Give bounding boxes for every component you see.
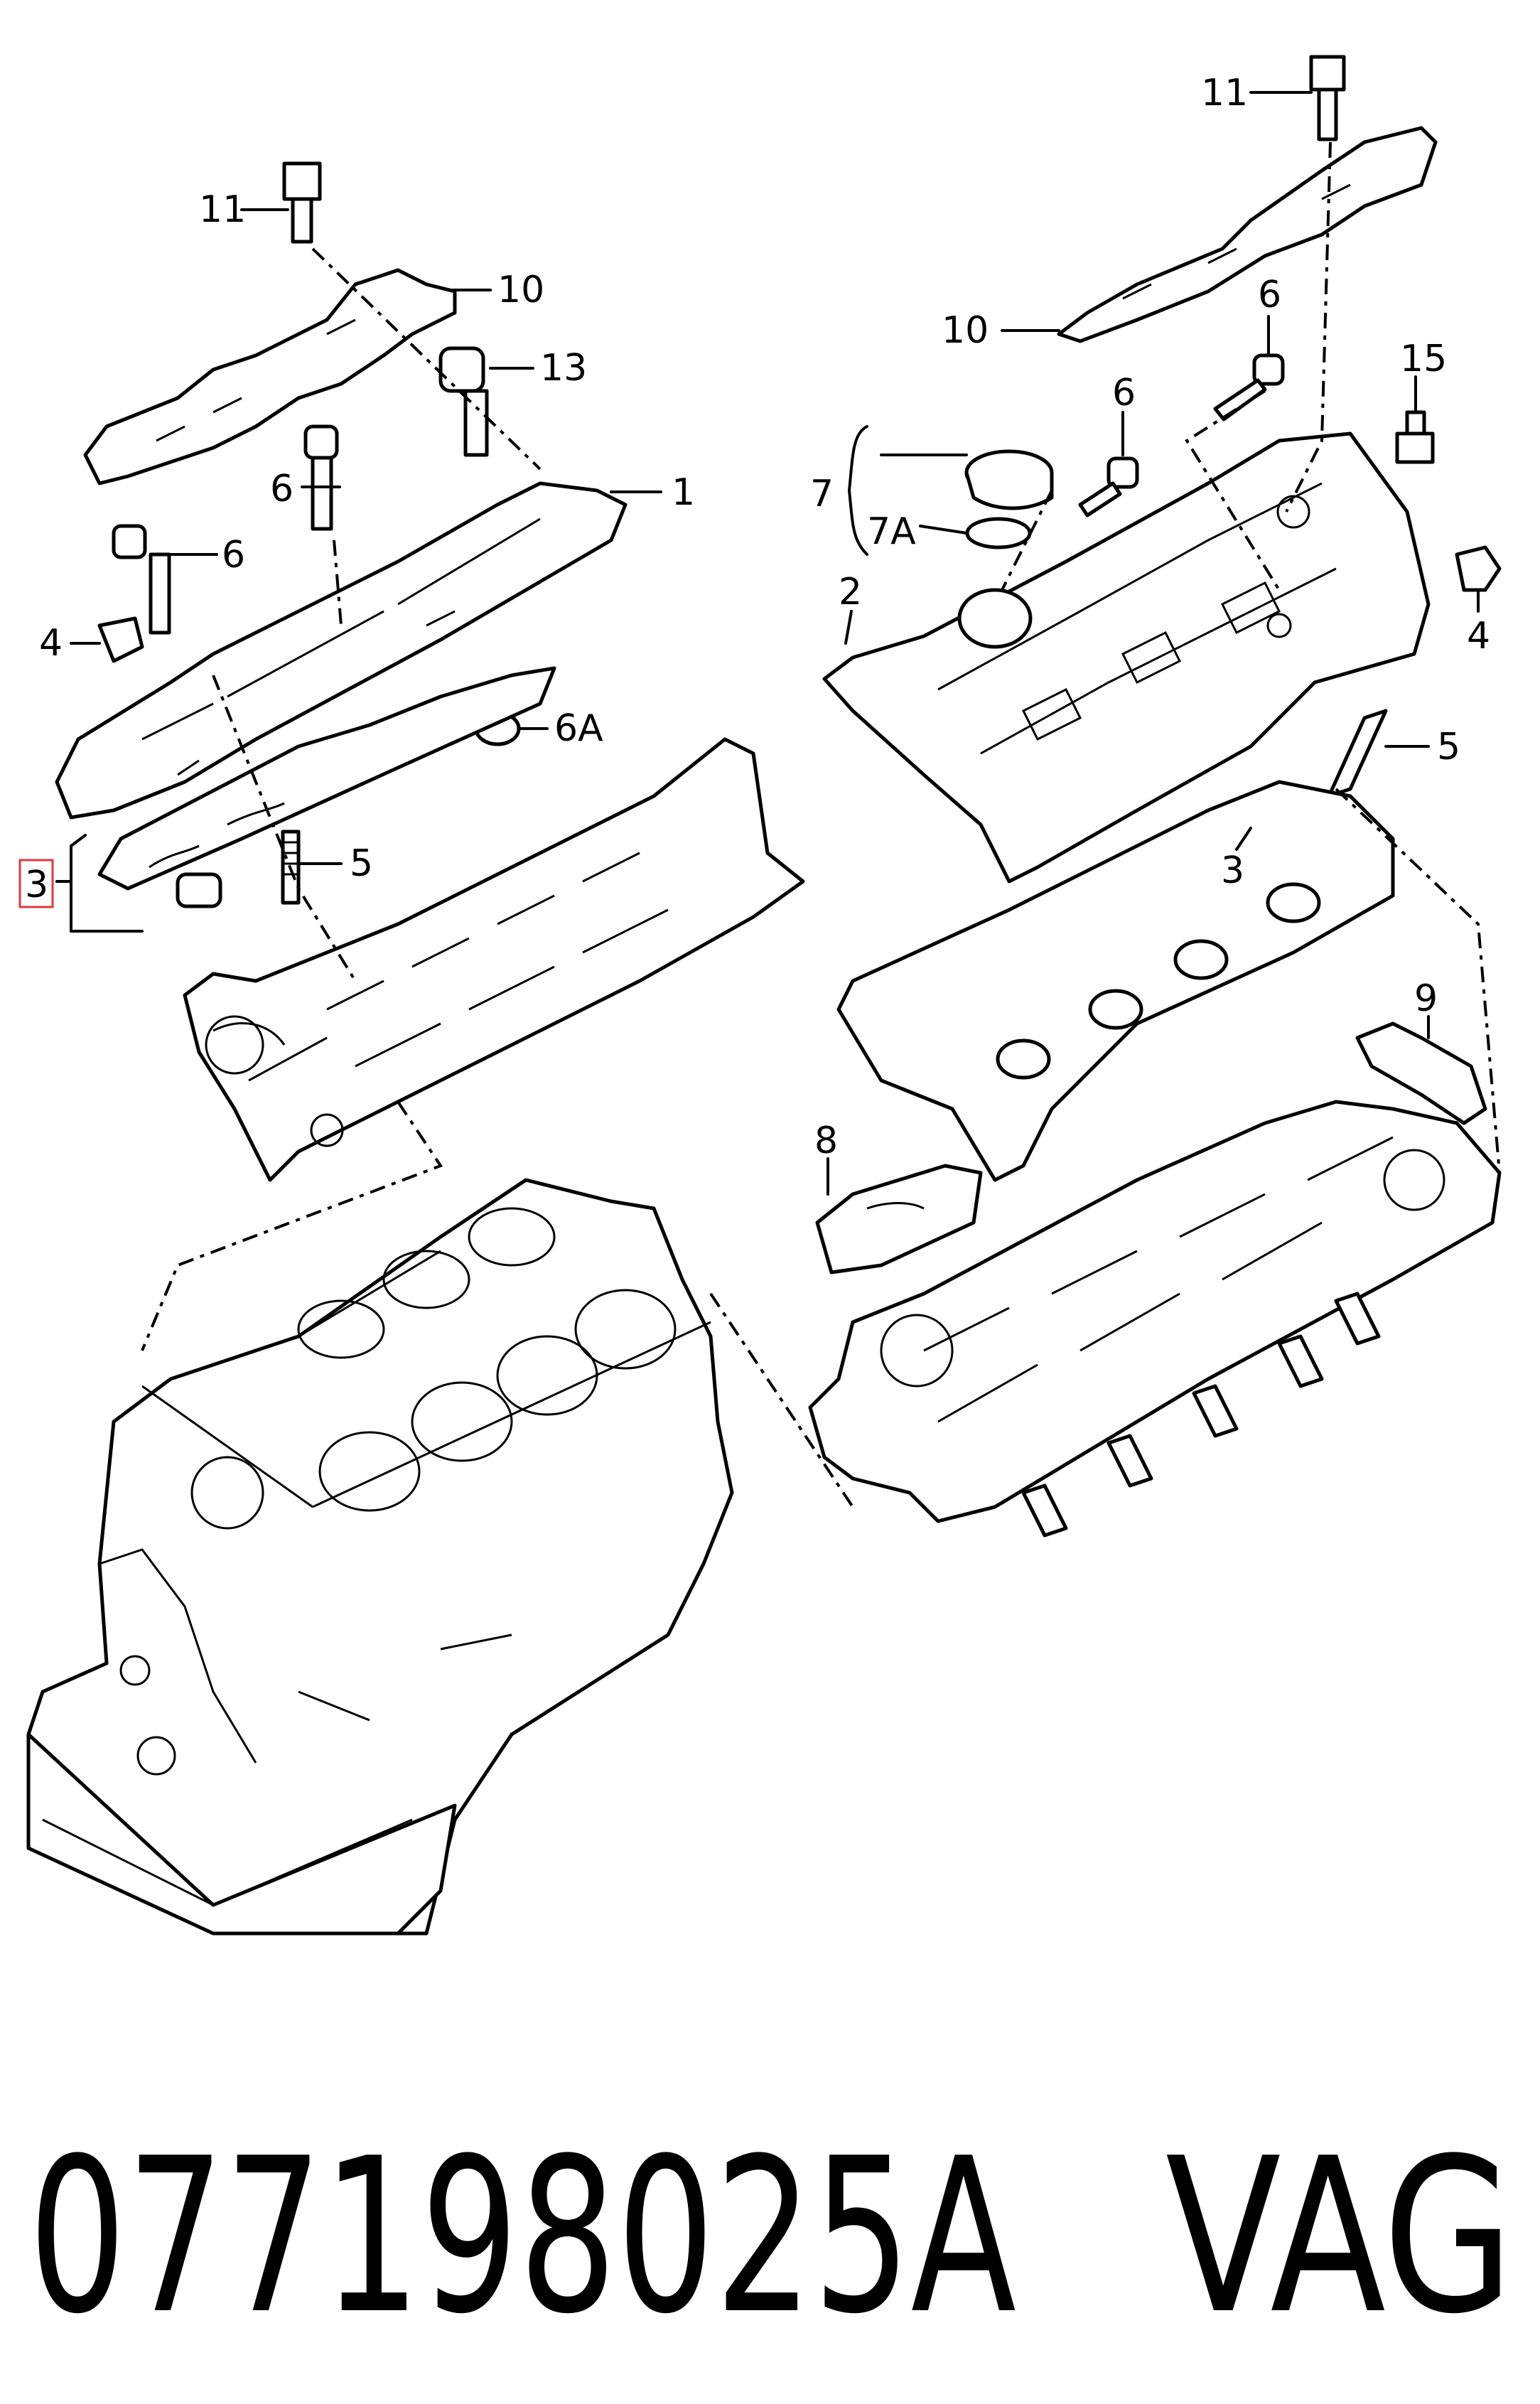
oring-7a: [965, 517, 1032, 549]
leader-lines: [55, 91, 1501, 1508]
callout-6-right-b: 6: [1112, 372, 1136, 414]
bolt-6-right-b: [1078, 456, 1139, 517]
plug-3-left: [176, 872, 222, 908]
nut-4-left: [97, 616, 144, 663]
nut-4-right: [1455, 545, 1502, 592]
callout-4-left: 4: [39, 622, 63, 665]
exhaust-studs: [1021, 1292, 1381, 1538]
footer: 077198025A VAG: [28, 2113, 1514, 2361]
callout-6a: 6A: [554, 707, 603, 750]
bolt-6-right-a: [1213, 353, 1285, 422]
callout-3-left: 3: [25, 864, 48, 906]
callout-13: 13: [540, 347, 587, 390]
cylinder-head-right: [808, 1100, 1502, 1523]
sensor-15: [1395, 410, 1435, 464]
bolt-11-right: [1309, 55, 1346, 141]
callout-8: 8: [814, 1120, 838, 1162]
block-outline: [26, 1178, 734, 1936]
callout-5-left: 5: [350, 842, 373, 885]
callout-9: 9: [1414, 977, 1438, 1020]
stud-5-right: [1327, 709, 1388, 798]
bracket-9: [1355, 1021, 1487, 1125]
gasket-right: [836, 780, 1395, 1182]
valve-cover-right: [822, 431, 1431, 884]
callout-3-left-highlighted: 3: [18, 859, 54, 908]
valve-cover-left: [55, 481, 628, 820]
callout-10-left: 10: [497, 269, 544, 311]
oil-cap-7: [964, 449, 1054, 510]
callout-2: 2: [839, 571, 862, 613]
callout-6-left-a: 6: [270, 468, 294, 510]
cover-plate-right: [1057, 126, 1438, 343]
callout-4-right: 4: [1467, 615, 1490, 658]
callout-3-right: 3: [1221, 849, 1244, 892]
gasket-left: [97, 666, 556, 891]
left-bank-assembly: [55, 161, 805, 1182]
right-bank-assembly: [808, 55, 1502, 1538]
bolt-6-left-a: [303, 424, 339, 531]
cylinder-bores: [297, 1207, 677, 1512]
camshaft-bearing-8: [815, 1164, 983, 1275]
callout-11-right: 11: [1201, 72, 1248, 114]
callout-6-right-a: 6: [1258, 274, 1281, 316]
gasket-seals-right: [996, 882, 1321, 1080]
callout-15: 15: [1400, 338, 1447, 380]
callout-7: 7: [810, 473, 834, 515]
callout-5-right: 5: [1437, 726, 1460, 768]
callout-7a: 7A: [867, 510, 916, 553]
callout-1: 1: [672, 471, 695, 514]
callout-6-left-b: 6: [222, 534, 245, 576]
bolt-13: [438, 346, 489, 457]
callout-10-right: 10: [942, 309, 989, 352]
bolt-6-left-b: [112, 524, 171, 635]
engine-block: [26, 1178, 734, 1936]
cover-plate-left: [83, 268, 457, 485]
bolt-11-left: [282, 161, 322, 244]
cylinder-head-left: [183, 737, 805, 1182]
brand-name: VAG: [1165, 2113, 1514, 2361]
callout-11-left: 11: [199, 188, 246, 231]
callout-labels: 11 10 13 1 6 6 4 6A 3 5 11 10 6 15 6 7 7…: [18, 72, 1490, 1162]
part-number: 077198025A: [28, 2113, 1017, 2361]
